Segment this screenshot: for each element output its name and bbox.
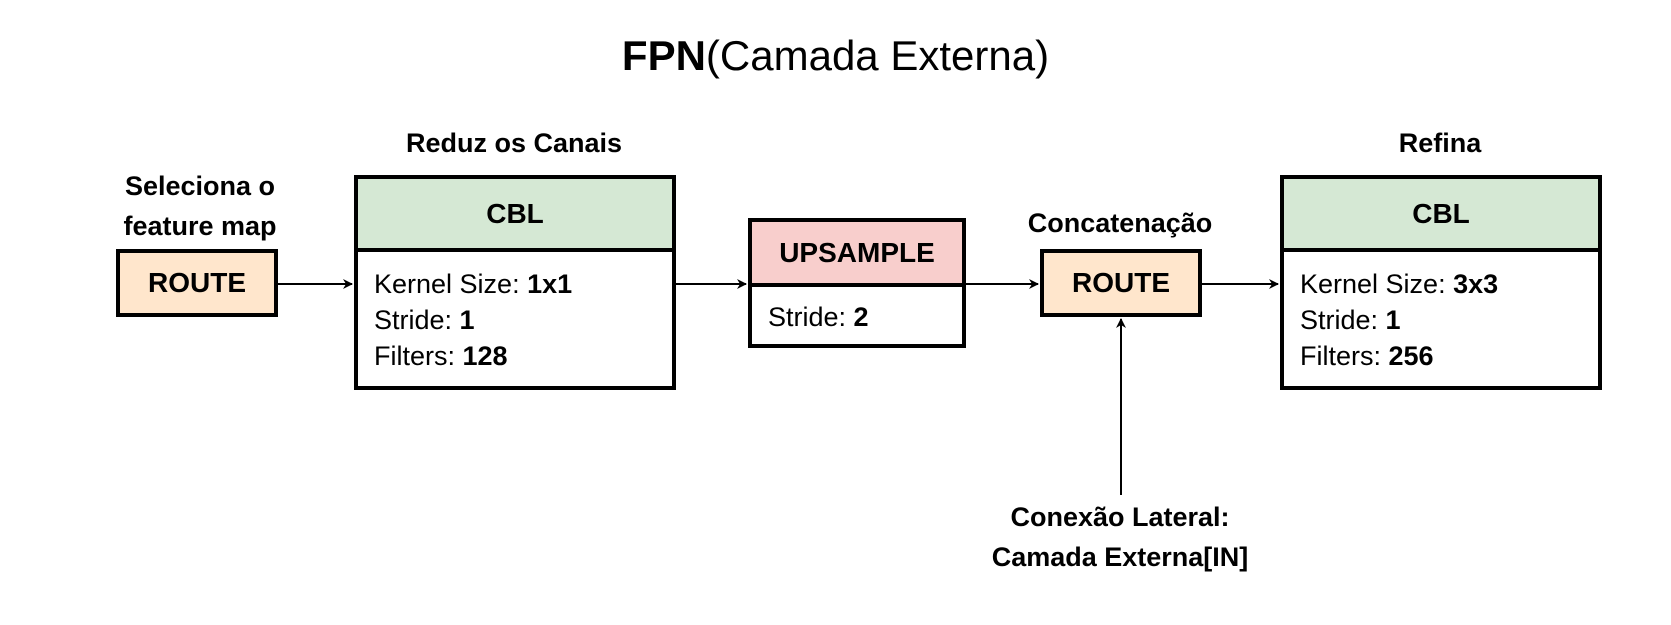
cbl1-caption: Reduz os Canais xyxy=(405,128,623,158)
route1-box: ROUTE xyxy=(116,249,278,317)
route2-label: ROUTE xyxy=(1072,267,1170,298)
lateral-caption: Conexão Lateral: Camada Externa[IN] xyxy=(920,497,1320,577)
route1-caption-line2: feature map xyxy=(123,211,277,241)
cbl2-filters: Filters: 256 xyxy=(1300,341,1434,371)
title-bold: FPN xyxy=(621,32,706,79)
cbl1-stride: Stride: 1 xyxy=(374,305,475,335)
route1-caption: Seleciona o feature map xyxy=(95,166,305,246)
route1-caption-line1: Seleciona o xyxy=(124,171,276,201)
cbl2-block: CBL Kernel Size: 3x3 Stride: 1 Filters: … xyxy=(1280,175,1602,390)
lateral-caption-line2: Camada Externa[IN] xyxy=(991,542,1249,572)
route2-box: ROUTE xyxy=(1040,249,1202,317)
cbl1-header: CBL xyxy=(358,179,672,252)
route1-label: ROUTE xyxy=(148,267,246,298)
cbl1-filters: Filters: 128 xyxy=(374,341,508,371)
upsample-stride: Stride: 2 xyxy=(768,302,869,332)
cbl2-kernel-size: Kernel Size: 3x3 xyxy=(1300,269,1499,299)
upsample-block: UPSAMPLE Stride: 2 xyxy=(748,218,966,348)
diagram-title: FPN(Camada Externa) xyxy=(0,32,1671,80)
cbl2-stride: Stride: 1 xyxy=(1300,305,1401,335)
cbl2-header: CBL xyxy=(1284,179,1598,252)
upsample-header: UPSAMPLE xyxy=(752,222,962,287)
lateral-caption-line1: Conexão Lateral: xyxy=(1010,502,1230,532)
cbl1-kernel-size: Kernel Size: 1x1 xyxy=(374,269,573,299)
route2-caption: Concatenação xyxy=(1027,208,1213,238)
cbl2-caption: Refina xyxy=(1398,128,1482,158)
upsample-params: Stride: 2 xyxy=(752,287,962,335)
cbl1-block: CBL Kernel Size: 1x1 Stride: 1 Filters: … xyxy=(354,175,676,390)
cbl2-params: Kernel Size: 3x3 Stride: 1 Filters: 256 xyxy=(1284,252,1598,374)
cbl1-params: Kernel Size: 1x1 Stride: 1 Filters: 128 xyxy=(358,252,672,374)
title-rest: (Camada Externa) xyxy=(705,32,1050,79)
